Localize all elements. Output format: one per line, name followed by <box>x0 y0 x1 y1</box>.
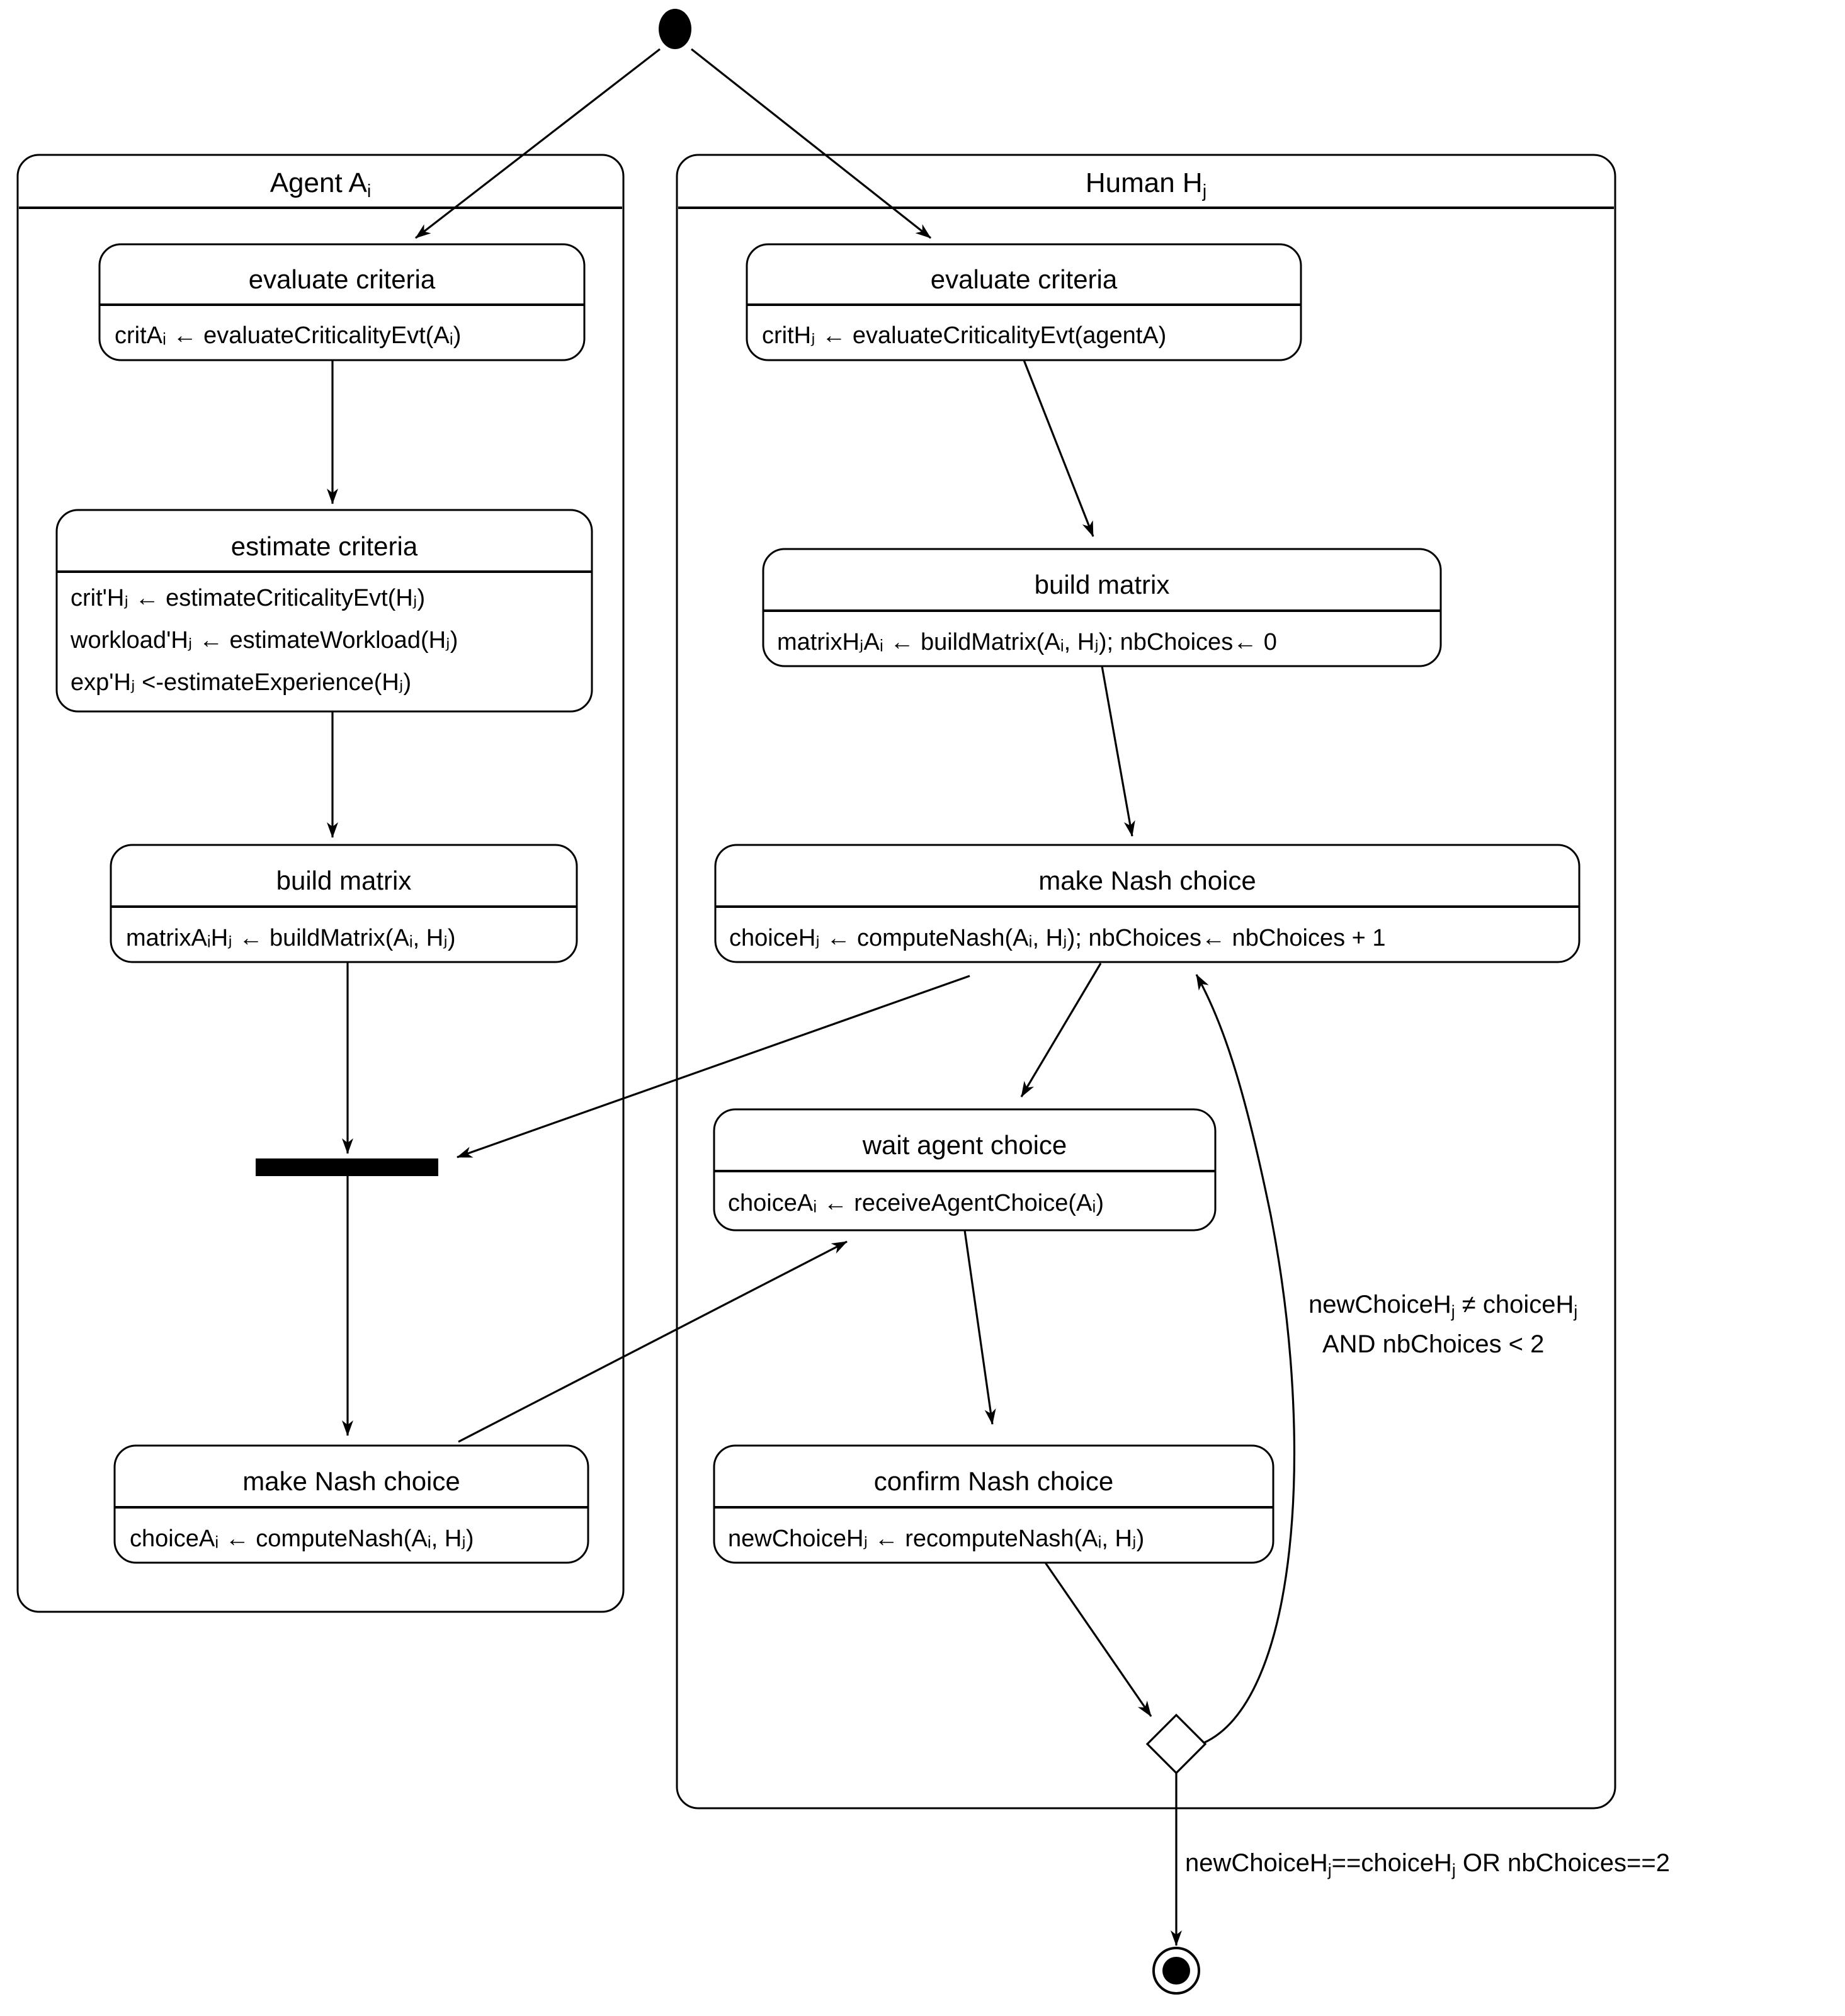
edge-human-evaluate-to-build-matrix <box>1023 360 1094 537</box>
edge-decision-loop-back-to-make-nash <box>1195 974 1296 1744</box>
node-human-build-matrix-body: matrixHⱼAᵢ ← buildMatrix(Aᵢ, Hⱼ); nbChoi… <box>777 629 1277 655</box>
node-agent-estimate-criteria-body-line-3: exp'Hⱼ <-estimateExperience(Hⱼ) <box>71 669 411 696</box>
node-human-make-nash-choice-frame <box>714 844 1581 963</box>
node-agent-build-matrix-frame <box>110 844 578 963</box>
join-bar <box>256 1158 438 1176</box>
activity-final-node-inner-dot <box>1162 1957 1190 1985</box>
edge-human-make-nash-to-join <box>457 975 970 1158</box>
edge-wait-agent-choice-to-confirm <box>963 1230 996 1425</box>
node-human-make-nash-choice-title: make Nash choice <box>1038 866 1256 895</box>
node-agent-make-nash-choice-title: make Nash choice <box>242 1466 460 1496</box>
node-human-make-nash-choice[interactable]: make Nash choice choiceHⱼ ← computeNash(… <box>714 844 1581 963</box>
node-agent-make-nash-choice[interactable]: make Nash choice choiceAᵢ ← computeNash(… <box>113 1444 589 1564</box>
node-human-confirm-nash-choice-title: confirm Nash choice <box>874 1466 1113 1496</box>
swimlane-human-frame <box>676 154 1616 1809</box>
swimlane-agent-title: Agent Ai <box>270 167 372 201</box>
swimlane-agent-frame <box>16 154 625 1613</box>
node-agent-build-matrix-body: matrixAᵢHⱼ ← buildMatrix(Aᵢ, Hⱼ) <box>126 925 456 951</box>
guard-label-loop-back-line-1: newChoiceHj ≠ choiceHj <box>1309 1291 1577 1321</box>
node-human-build-matrix-title: build matrix <box>1035 570 1170 599</box>
node-agent-make-nash-choice-frame <box>113 1444 589 1564</box>
edge-start-to-human-evaluate <box>691 48 931 239</box>
decision-node <box>1145 1713 1207 1775</box>
edge-confirm-to-decision <box>1044 1562 1152 1717</box>
node-human-confirm-nash-choice-frame <box>713 1444 1274 1564</box>
node-human-evaluate-criteria-body: critHⱼ ← evaluateCriticalityEvt(agentA) <box>762 322 1166 349</box>
node-agent-estimate-criteria-body-line-1: crit'Hⱼ ← estimateCriticalityEvt(Hⱼ) <box>71 585 425 611</box>
node-agent-evaluate-criteria-frame <box>98 243 586 361</box>
node-agent-estimate-criteria-body-line-2: workload'Hⱼ ← estimateWorkload(Hⱼ) <box>70 627 458 654</box>
node-agent-estimate-criteria[interactable]: estimate criteria crit'Hⱼ ← estimateCrit… <box>55 509 593 713</box>
initial-node <box>659 9 691 49</box>
guard-label-loop-back-line-2: AND nbChoices < 2 <box>1322 1330 1544 1358</box>
node-agent-estimate-criteria-title: estimate criteria <box>231 531 418 561</box>
node-human-wait-agent-choice-title: wait agent choice <box>862 1130 1067 1160</box>
edge-human-build-matrix-to-make-nash <box>1101 665 1135 837</box>
swimlane-agent: Agent Ai <box>16 154 625 1613</box>
node-agent-evaluate-criteria-title: evaluate criteria <box>249 264 436 294</box>
edge-agent-make-nash-to-human-wait <box>458 1240 848 1443</box>
edge-start-to-agent-evaluate <box>415 48 661 239</box>
node-agent-evaluate-criteria[interactable]: evaluate criteria critAᵢ ← evaluateCriti… <box>98 243 586 361</box>
node-agent-build-matrix[interactable]: build matrix matrixAᵢHⱼ ← buildMatrix(Aᵢ… <box>110 844 578 963</box>
node-human-confirm-nash-choice[interactable]: confirm Nash choice newChoiceHⱼ ← recomp… <box>713 1444 1274 1564</box>
node-human-evaluate-criteria-title: evaluate criteria <box>931 264 1118 294</box>
node-agent-evaluate-criteria-body: critAᵢ ← evaluateCriticalityEvt(Aᵢ) <box>115 322 461 349</box>
swimlane-human: Human Hj <box>676 154 1616 1809</box>
node-human-wait-agent-choice[interactable]: wait agent choice choiceAᵢ ← receiveAgen… <box>713 1108 1217 1232</box>
guard-label-exit: newChoiceHj==choiceHj OR nbChoices==2 <box>1185 1849 1670 1879</box>
node-human-confirm-nash-choice-body: newChoiceHⱼ ← recomputeNash(Aᵢ, Hⱼ) <box>728 1526 1144 1552</box>
node-agent-build-matrix-title: build matrix <box>276 866 412 895</box>
edge-human-make-nash-to-wait-agent-choice <box>1020 963 1102 1097</box>
node-human-make-nash-choice-body: choiceHⱼ ← computeNash(Aᵢ, Hⱼ); nbChoice… <box>729 925 1386 951</box>
node-agent-make-nash-choice-body: choiceAᵢ ← computeNash(Aᵢ, Hⱼ) <box>130 1526 474 1552</box>
node-human-evaluate-criteria[interactable]: evaluate criteria critHⱼ ← evaluateCriti… <box>746 243 1302 361</box>
activity-final-node <box>1152 1947 1200 1995</box>
node-human-build-matrix[interactable]: build matrix matrixHⱼAᵢ ← buildMatrix(Aᵢ… <box>762 548 1442 667</box>
swimlane-human-title: Human Hj <box>1086 167 1206 201</box>
node-agent-estimate-criteria-frame <box>55 509 593 713</box>
node-human-wait-agent-choice-body: choiceAᵢ ← receiveAgentChoice(Aᵢ) <box>728 1190 1104 1216</box>
